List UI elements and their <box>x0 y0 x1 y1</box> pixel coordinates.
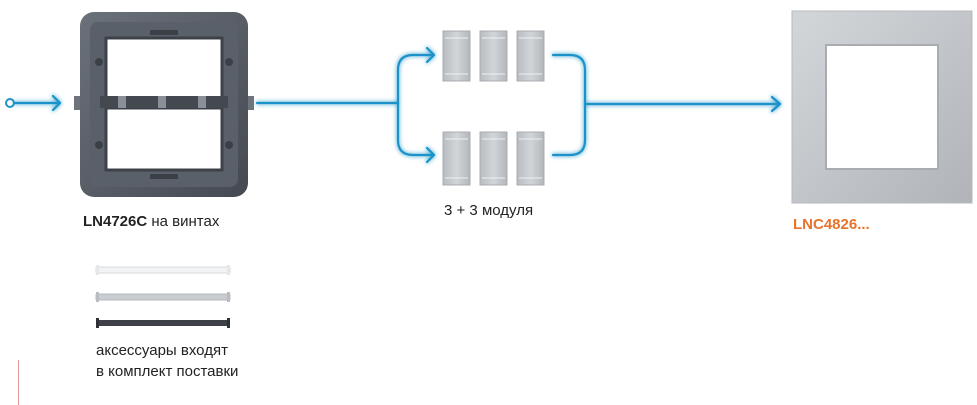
flow-lines <box>12 46 782 164</box>
support-code: LN4726C <box>83 213 148 230</box>
arrow-right-icon <box>425 146 436 164</box>
module-row-upper <box>442 30 545 82</box>
module-caption: 3 + 3 модуля <box>444 202 534 219</box>
merge-line <box>551 53 587 157</box>
support-label: LN4726C на винтах <box>83 212 219 232</box>
module <box>479 131 508 186</box>
accessories-caption-line1: аксессуары входят <box>96 342 228 359</box>
module-row-lower <box>442 131 545 186</box>
split-lower-line <box>396 101 436 157</box>
arrow-right-icon <box>51 94 62 112</box>
support-suffix: на винтах <box>151 213 220 230</box>
module <box>442 131 471 186</box>
accessories-caption-line2: в комплект поставки <box>96 363 239 380</box>
cover-frame <box>791 10 973 204</box>
module <box>516 30 545 82</box>
support-frame <box>74 12 254 197</box>
accessories-caption: аксессуары входят в комплект поставки <box>96 340 238 382</box>
accessory-bar-silver <box>95 292 231 302</box>
frame-code: LNC4826... <box>793 216 870 233</box>
accessory-bar-dark <box>96 318 230 328</box>
start-node-icon <box>5 98 15 108</box>
module <box>516 131 545 186</box>
module <box>442 30 471 82</box>
accessory-bars <box>95 265 231 328</box>
accessory-bar-white <box>95 265 231 275</box>
margin-mark <box>18 360 19 405</box>
module <box>479 30 508 82</box>
split-upper-line <box>396 53 436 105</box>
arrow-right-icon <box>770 95 782 113</box>
arrow-right-icon <box>425 46 436 64</box>
